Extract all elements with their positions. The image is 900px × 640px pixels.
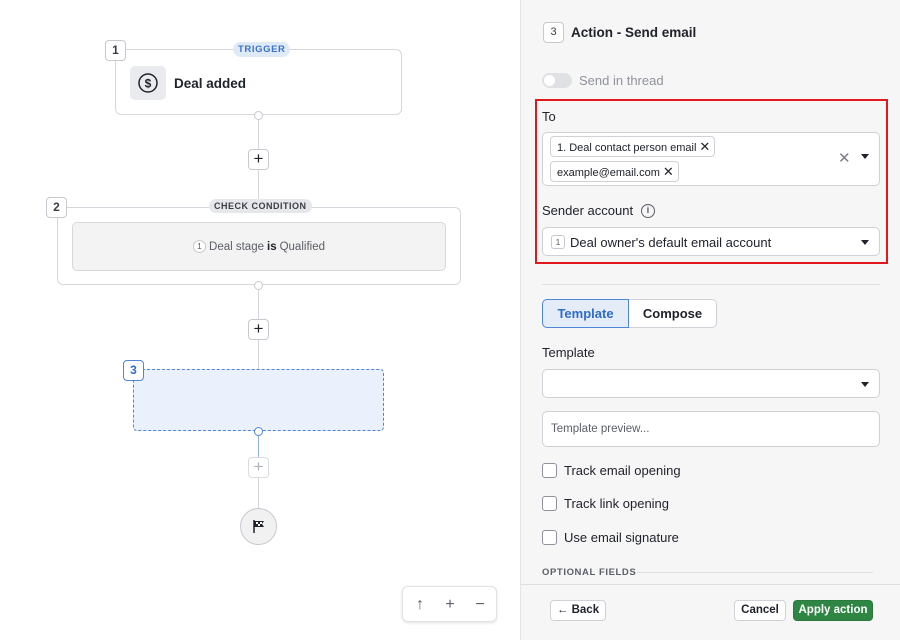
- optional-fields-heading: OPTIONAL FIELDS: [542, 567, 637, 578]
- sender-account-value: Deal owner's default email account: [570, 235, 772, 250]
- node-number: 3: [123, 360, 144, 381]
- step-number: 3: [543, 22, 564, 43]
- add-step-button[interactable]: +: [248, 149, 269, 170]
- connector-dot: [254, 427, 263, 436]
- svg-text:$: $: [145, 77, 152, 91]
- content-mode-tabs: Template Compose: [542, 299, 717, 328]
- connector-line: [258, 285, 259, 320]
- node-number: 1: [105, 40, 126, 61]
- chevron-down-icon[interactable]: [861, 154, 869, 159]
- apply-action-button[interactable]: Apply action: [793, 600, 873, 621]
- panel-title: Action - Send email: [571, 25, 697, 40]
- recipient-chip: 1. Deal contact person email✕: [550, 136, 716, 157]
- tab-template[interactable]: Template: [542, 299, 629, 328]
- back-button-label: Back: [571, 604, 600, 616]
- remove-chip-icon[interactable]: ✕: [699, 139, 711, 154]
- node-number: 2: [46, 197, 67, 218]
- recipient-chip-label: example@email.com: [557, 167, 660, 179]
- remove-chip-icon[interactable]: ✕: [662, 164, 674, 179]
- connector-line: [258, 169, 259, 207]
- connector-line: [258, 431, 259, 459]
- condition-ref-number: 1: [193, 240, 207, 253]
- condition-value: Qualified: [279, 241, 325, 253]
- connector-line: [258, 477, 259, 508]
- sender-account-select[interactable]: 1 Deal owner's default email account: [542, 227, 880, 256]
- add-step-button[interactable]: +: [248, 457, 269, 478]
- connector-line: [258, 339, 259, 369]
- action-settings-panel: 3 Action - Send email Send in thread To …: [520, 0, 900, 640]
- checkbox-label: Track email opening: [564, 463, 681, 478]
- arrow-left-icon: ←: [556, 604, 569, 616]
- divider: [637, 572, 873, 573]
- to-recipients-field[interactable]: 1. Deal contact person email✕ example@em…: [542, 132, 880, 186]
- to-label: To: [542, 109, 556, 124]
- toggle-knob: [544, 75, 555, 86]
- sender-ref-number: 1: [551, 235, 565, 249]
- trigger-node[interactable]: $ Deal added: [115, 49, 402, 115]
- tab-compose[interactable]: Compose: [629, 299, 717, 328]
- finish-flag-icon: [240, 508, 277, 545]
- chevron-down-icon: [861, 240, 869, 245]
- template-label: Template: [542, 345, 595, 360]
- connector-line: [258, 115, 259, 150]
- checkbox-label: Use email signature: [564, 530, 679, 545]
- connector-dot: [254, 111, 263, 120]
- dollar-circle-icon: $: [130, 66, 166, 100]
- checkbox-label: Track link opening: [564, 496, 670, 511]
- trigger-title: Deal added: [174, 76, 247, 91]
- zoom-controls: ↑ + −: [402, 586, 497, 622]
- trigger-badge: TRIGGER: [233, 42, 291, 57]
- chevron-down-icon: [861, 382, 869, 387]
- info-icon[interactable]: i: [641, 204, 655, 218]
- connector-dot: [254, 281, 263, 290]
- back-button[interactable]: ← Back: [550, 600, 606, 621]
- recipient-chip-label: 1. Deal contact person email: [557, 142, 697, 154]
- send-in-thread-toggle[interactable]: [542, 73, 572, 88]
- template-preview-box[interactable]: Template preview...: [542, 411, 880, 447]
- zoom-out-icon[interactable]: −: [475, 596, 485, 613]
- zoom-in-icon[interactable]: +: [445, 596, 455, 613]
- track-email-opening-checkbox[interactable]: [542, 463, 557, 478]
- condition-field: Deal stage: [209, 241, 264, 253]
- arrow-up-icon[interactable]: ↑: [416, 596, 424, 613]
- recipient-chip: example@email.com✕: [550, 161, 679, 182]
- condition-badge: CHECK CONDITION: [209, 199, 312, 213]
- condition-operator: is: [267, 241, 277, 253]
- track-link-opening-checkbox[interactable]: [542, 496, 557, 511]
- highlight-box: [535, 99, 888, 264]
- action-node-placeholder[interactable]: [133, 369, 384, 431]
- template-select[interactable]: [542, 369, 880, 398]
- clear-all-icon[interactable]: ✕: [838, 150, 851, 167]
- add-step-button[interactable]: +: [248, 319, 269, 340]
- use-email-signature-checkbox[interactable]: [542, 530, 557, 545]
- panel-footer: ← Back Cancel Apply action: [521, 584, 900, 640]
- divider: [542, 284, 880, 285]
- send-in-thread-label: Send in thread: [579, 73, 664, 88]
- sender-account-label: Sender account: [542, 203, 634, 218]
- cancel-button[interactable]: Cancel: [734, 600, 786, 621]
